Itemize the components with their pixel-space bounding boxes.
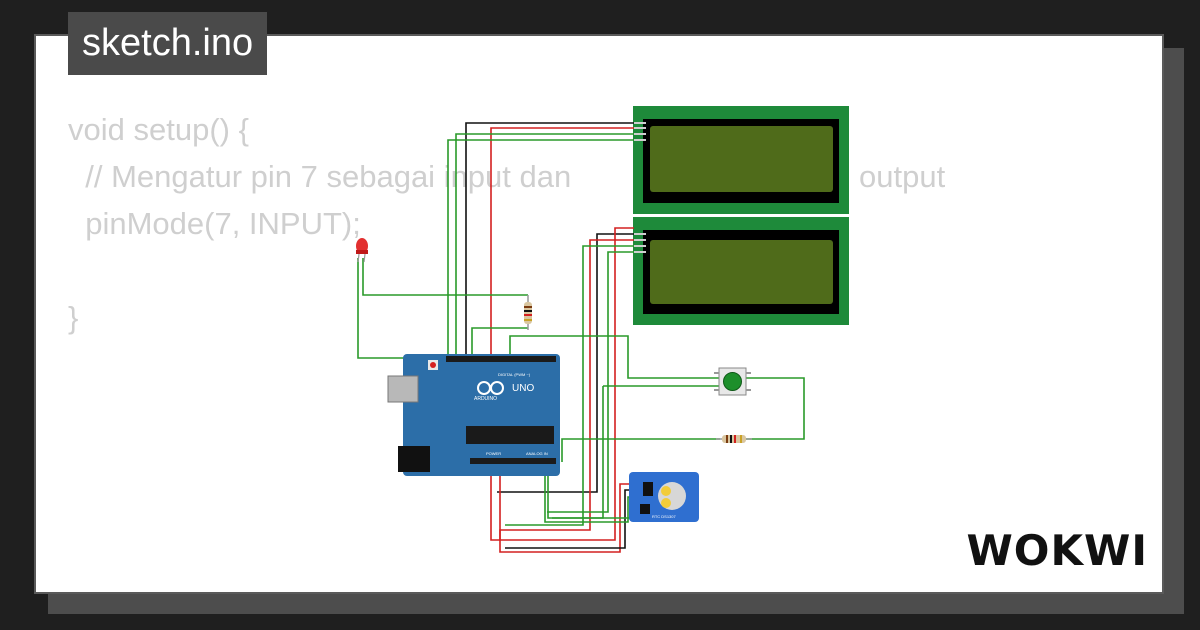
sketch-title: sketch.ino [68, 12, 268, 75]
code-line-3: pinMode(7, INPUT); [68, 206, 361, 241]
lcd-display-2[interactable] [633, 217, 849, 325]
wokwi-logo: WOKWI [966, 526, 1148, 575]
resistor-led[interactable] [524, 295, 532, 330]
rtc-module[interactable]: RTC DS1307 [629, 472, 699, 522]
arduino-power-label: POWER [486, 451, 501, 456]
rtc-label: RTC DS1307 [652, 514, 676, 519]
arduino-brand-label: ARDUINO [474, 396, 497, 402]
arduino-model-label: UNO [512, 383, 534, 394]
red-led[interactable] [356, 238, 368, 263]
arduino-analog-label: ANALOG IN [526, 451, 548, 456]
arduino-uno-board[interactable]: UNO ARDUINO DIGITAL (PWM ~) POWER ANALOG… [387, 354, 560, 476]
code-line-1: void setup() { [68, 112, 249, 147]
lcd-display-1[interactable] [633, 106, 849, 214]
code-fragment-right: output [859, 159, 946, 194]
code-line-5: } [68, 300, 79, 335]
resistor-button[interactable] [716, 435, 752, 443]
push-button[interactable] [714, 367, 751, 396]
arduino-digital-label: DIGITAL (PWM ~) [498, 372, 531, 377]
code-line-2: // Mengatur pin 7 sebagai input dan [68, 159, 572, 194]
code-preview: void setup() { // Mengatur pin 7 sebagai… [68, 106, 571, 341]
